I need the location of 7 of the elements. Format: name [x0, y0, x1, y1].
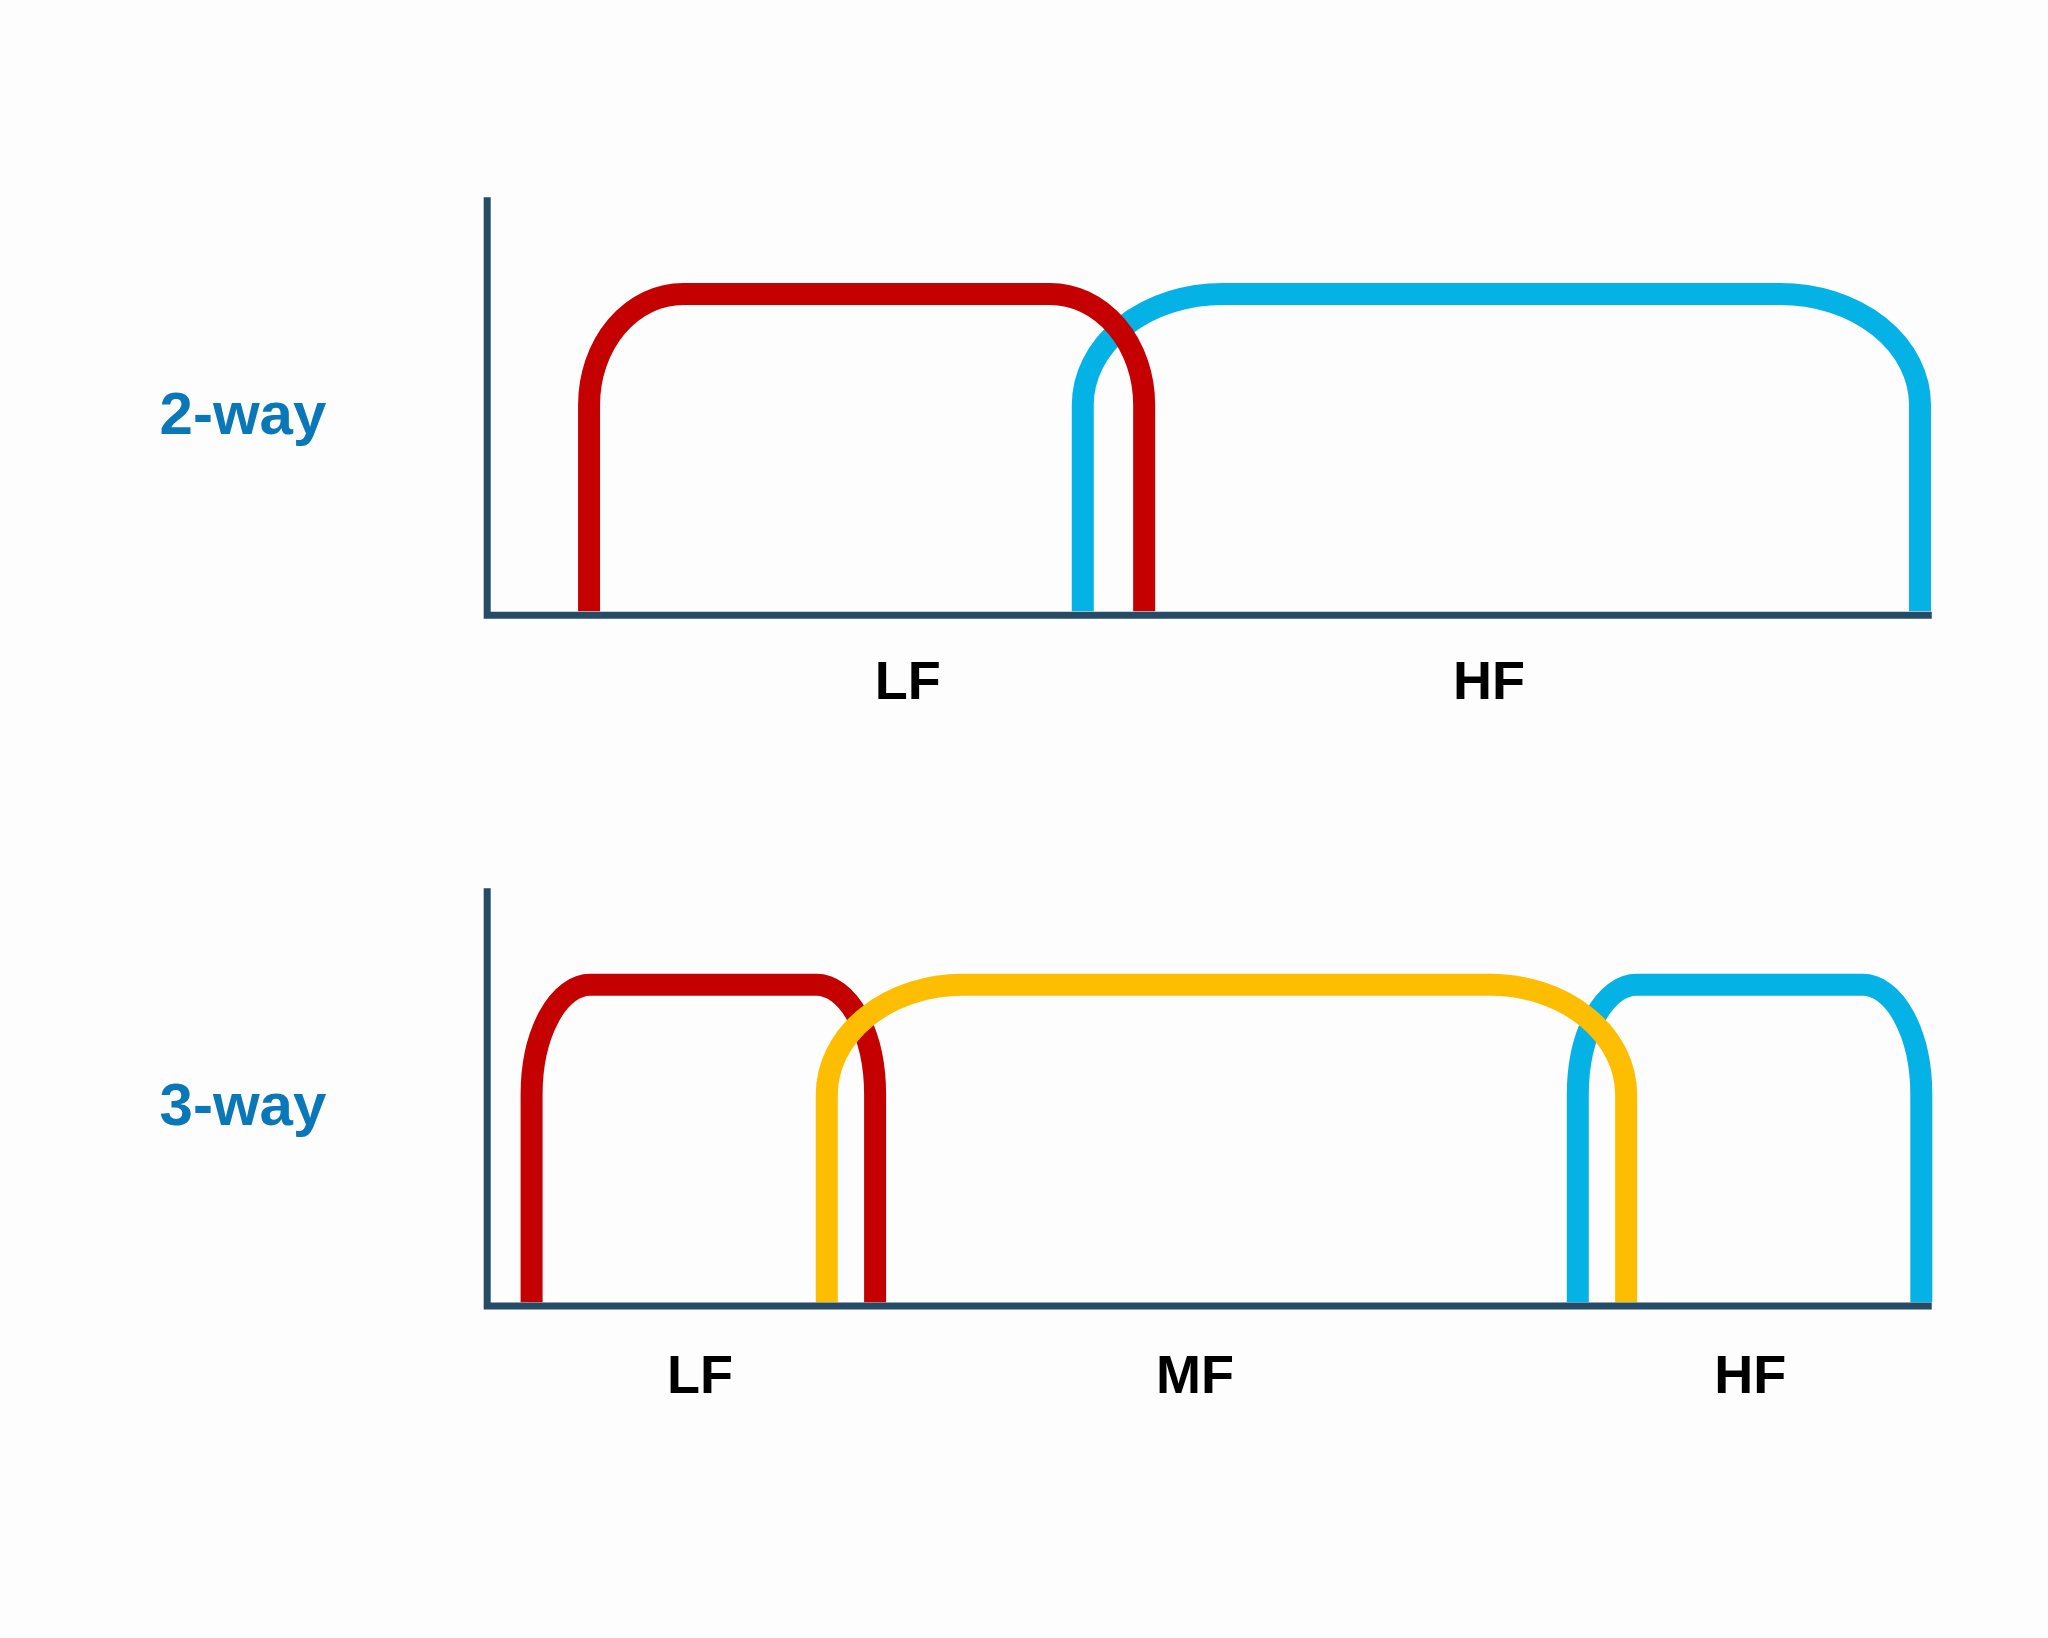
row-title: 2-way	[159, 384, 327, 445]
band-label: LF	[874, 653, 941, 708]
band-label: HF	[1453, 653, 1525, 708]
band-label: HF	[1714, 1347, 1787, 1402]
band-label: MF	[1156, 1347, 1235, 1402]
row-title: 3-way	[159, 1074, 327, 1135]
band-label: LF	[667, 1347, 734, 1402]
